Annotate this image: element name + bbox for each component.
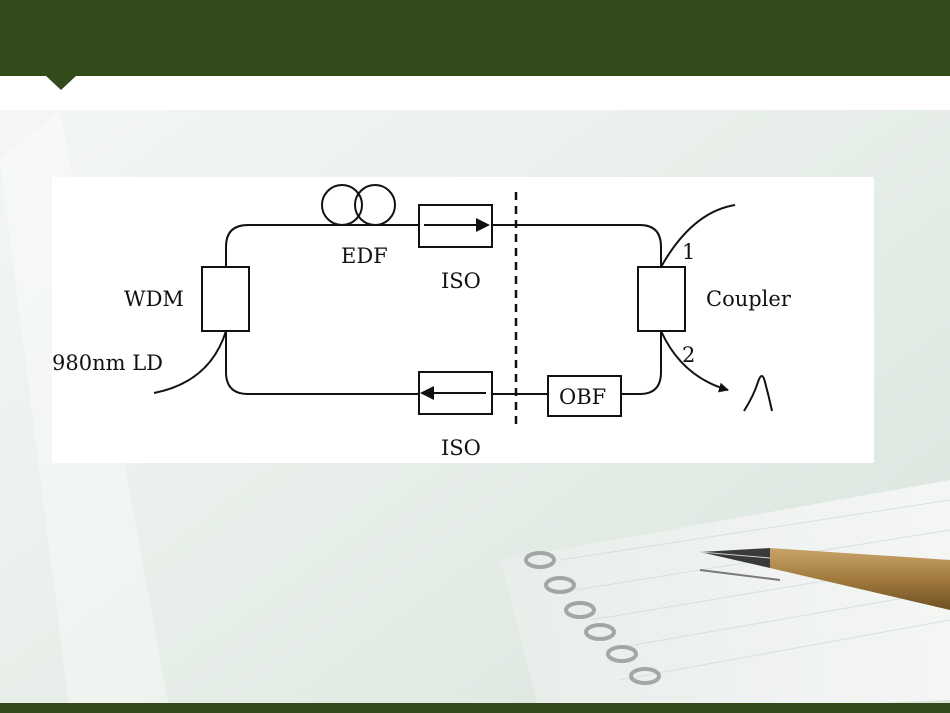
iso-top-label: ISO xyxy=(441,269,481,293)
obf-label: OBF xyxy=(559,385,606,409)
pump-fiber xyxy=(153,330,227,394)
wdm-label: WDM xyxy=(124,287,184,311)
isolator-top-arrowhead xyxy=(476,218,490,232)
coupler-label: Coupler xyxy=(706,287,792,311)
pen xyxy=(699,548,950,610)
coupler-box xyxy=(637,266,686,332)
notebook-paper xyxy=(500,480,950,713)
port1-label: 1 xyxy=(682,240,695,264)
wdm-box xyxy=(201,266,250,332)
coupler-port2-fiber xyxy=(660,330,729,393)
fiber-laser-diagram: EDF ISO WDM 980nm LD Coupler 1 2 ISO OBF xyxy=(52,177,874,463)
header-bar xyxy=(0,0,950,76)
edf-label: EDF xyxy=(341,244,388,268)
footer-bar xyxy=(0,703,950,713)
isolator-bottom-arrowhead xyxy=(420,386,434,400)
header-notch xyxy=(45,75,77,90)
iso-bottom-label: ISO xyxy=(441,436,481,460)
obf-box xyxy=(547,375,622,417)
edf-coil xyxy=(321,184,396,226)
notebook-spiral xyxy=(524,551,661,685)
port2-label: 2 xyxy=(682,343,695,367)
output-pulse-icon xyxy=(743,375,773,412)
pump-label: 980nm LD xyxy=(52,351,163,375)
coupler-port1-fiber xyxy=(660,204,736,268)
header-band xyxy=(0,76,950,110)
